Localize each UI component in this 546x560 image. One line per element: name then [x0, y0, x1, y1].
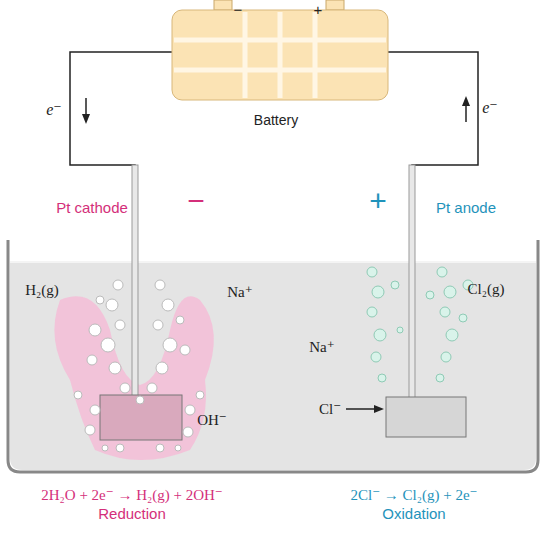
bubble	[101, 338, 115, 352]
bubble	[180, 345, 190, 355]
bubble	[155, 280, 165, 290]
polarity-sign: −	[187, 184, 205, 217]
battery-body	[172, 10, 388, 100]
bubble	[196, 391, 204, 399]
battery: Battery	[226, 112, 326, 128]
reaction-type: Reduction	[98, 506, 166, 523]
bubble	[372, 286, 384, 298]
bubble	[162, 299, 174, 311]
bubble	[87, 355, 97, 365]
species-label: Na⁺	[309, 339, 334, 356]
wire-left	[70, 52, 172, 400]
bubble	[147, 383, 157, 393]
battery-terminal	[326, 0, 344, 10]
bubble	[96, 296, 104, 304]
species-label: Cl⁻	[319, 401, 341, 418]
electrode-label: Pt anode	[436, 200, 496, 217]
bubble	[437, 267, 447, 277]
anode-rod	[409, 165, 415, 400]
bubble	[175, 445, 181, 451]
bubble	[374, 329, 386, 341]
bubble	[367, 267, 377, 277]
gas-bubbles	[74, 267, 473, 452]
solution	[10, 262, 536, 470]
species-label: H₂(g)	[25, 282, 59, 299]
bubble	[459, 314, 467, 322]
species-label: Cl₂(g)	[468, 281, 505, 298]
terminal-sign: +	[314, 2, 323, 19]
bubble	[116, 444, 124, 452]
cathode-rod	[132, 165, 138, 400]
electron-arrow	[82, 114, 90, 124]
species-label: OH⁻	[197, 412, 227, 429]
cathode-plate	[100, 395, 182, 440]
bubble	[426, 291, 434, 299]
anode-plate	[386, 397, 466, 437]
electron-label: e⁻	[482, 99, 498, 117]
bubble	[120, 383, 130, 393]
bubble	[90, 405, 100, 415]
bubble	[74, 391, 82, 399]
bubble	[371, 352, 381, 362]
bubble	[444, 286, 456, 298]
terminal-sign: −	[234, 2, 243, 19]
bubble	[391, 281, 399, 289]
bubble	[185, 405, 195, 415]
bubble	[109, 362, 121, 374]
electron-arrow	[462, 96, 470, 106]
bubble	[436, 374, 444, 382]
bubble	[89, 324, 101, 336]
bubble	[183, 427, 193, 437]
bubble	[106, 299, 118, 311]
bubble	[446, 329, 458, 341]
bubble	[378, 374, 386, 382]
battery-terminal	[214, 0, 232, 10]
bubble	[440, 307, 450, 317]
battery-label: Battery	[226, 112, 326, 128]
battery-cell-lines	[174, 12, 386, 98]
bubble	[113, 280, 123, 290]
bubble	[367, 307, 377, 317]
electrode-label: Pt cathode	[56, 200, 128, 217]
half-reaction: 2Cl⁻ → Cl₂(g) + 2e⁻	[350, 487, 477, 504]
bubble	[156, 444, 164, 452]
electron-label: e⁻	[46, 101, 62, 119]
bubble	[115, 320, 125, 330]
bubble	[397, 327, 403, 333]
polarity-sign: +	[369, 184, 387, 217]
bubble	[156, 362, 168, 374]
species-label: Na⁺	[227, 284, 252, 301]
bubble	[102, 445, 108, 451]
bubble	[176, 316, 184, 324]
bubble	[136, 396, 144, 404]
bubble	[163, 338, 177, 352]
wire-right	[388, 52, 478, 400]
bubble	[153, 320, 163, 330]
half-reaction: 2H₂O + 2e⁻ → H₂(g) + 2OH⁻	[41, 487, 223, 504]
bubble	[441, 352, 451, 362]
bubble	[85, 425, 95, 435]
beaker	[8, 240, 538, 472]
reaction-type: Oxidation	[382, 506, 445, 523]
